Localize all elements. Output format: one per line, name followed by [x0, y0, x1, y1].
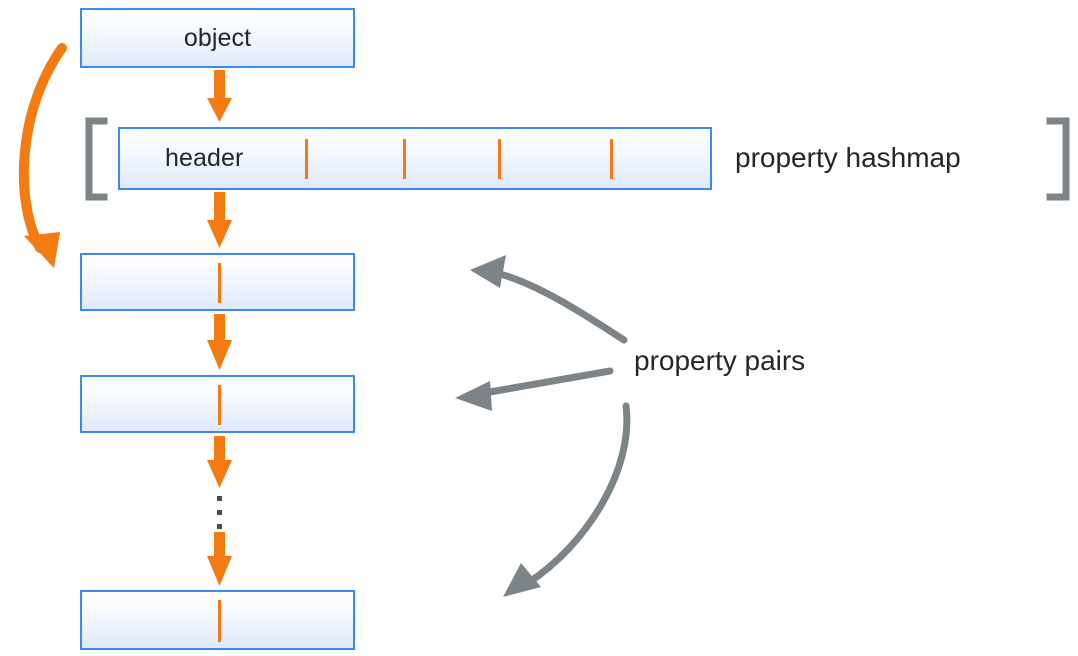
orange-arrow-pair-2-to-ellipsis: [207, 436, 232, 488]
ellipsis-dot-2: [217, 510, 222, 515]
property-pair-box-3[interactable]: [80, 590, 355, 650]
header-slot-tick-4: [610, 139, 613, 179]
header-box-label: header: [165, 144, 244, 172]
header-box[interactable]: header: [118, 127, 712, 190]
object-box-label: object: [183, 23, 252, 52]
property-pair-divider-3: [218, 600, 221, 642]
orange-arrow-header-to-pair-1: [207, 192, 232, 248]
property-pairs-label: property pairs: [634, 345, 806, 376]
bracket-open-icon: [85, 117, 108, 201]
object-box[interactable]: object: [80, 8, 355, 68]
header-slot-tick-1: [305, 139, 308, 179]
orange-arrow-object-to-header: [207, 70, 232, 122]
ellipsis-dot-1: [217, 496, 222, 501]
property-pair-divider-1: [218, 263, 221, 303]
header-slot-tick-2: [403, 139, 406, 179]
orange-curved-arrow-object-to-pairs: [18, 43, 67, 268]
ellipsis-dot-3: [217, 524, 222, 529]
bracket-close-icon: [1046, 117, 1070, 201]
property-pair-box-2[interactable]: [80, 375, 355, 433]
property-hashmap-label: property hashmap: [735, 142, 961, 173]
orange-arrow-pair-1-to-pair-2: [207, 314, 232, 370]
callout-arrow-middle: [455, 367, 614, 411]
property-pair-divider-2: [218, 385, 221, 425]
property-pair-box-1[interactable]: [80, 253, 355, 311]
header-slot-tick-3: [498, 139, 501, 179]
orange-arrow-ellipsis-to-pair-3: [207, 532, 232, 586]
callout-arrow-top: [470, 255, 628, 344]
callout-arrow-bottom: [503, 402, 631, 597]
